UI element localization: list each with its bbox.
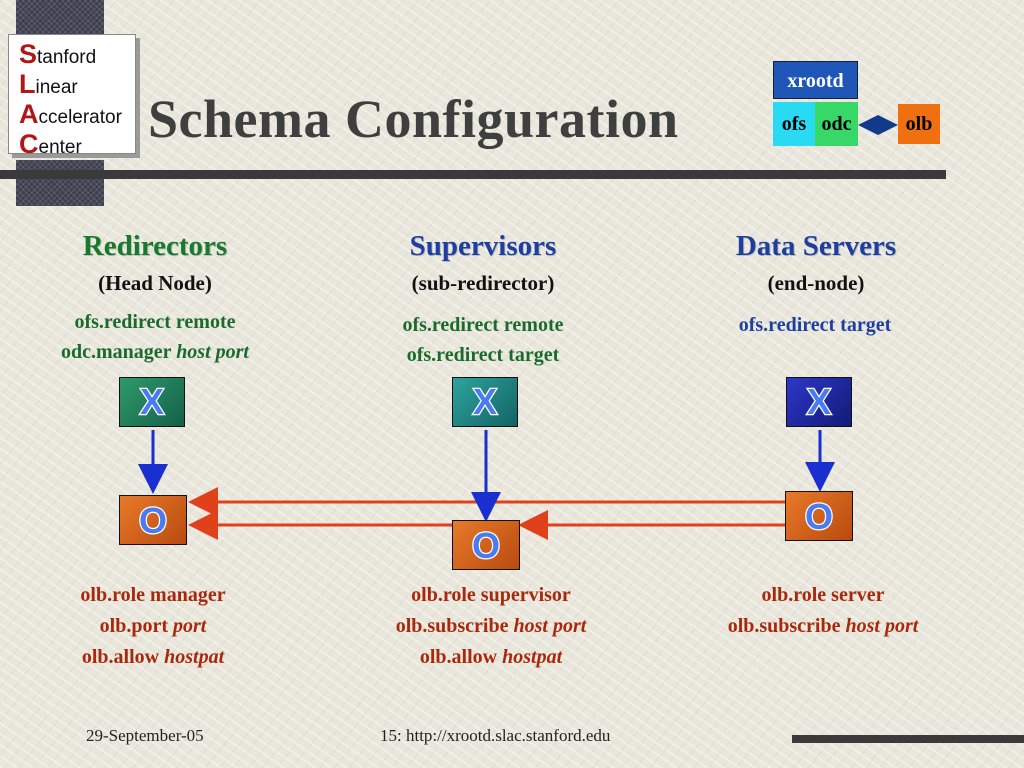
redirectors-subtitle: (Head Node)	[98, 271, 212, 295]
logo-line-3: Accelerator	[19, 99, 122, 129]
svg-text:X: X	[140, 384, 164, 420]
xrootd-server-icon: X	[786, 377, 852, 427]
olb-line: olb.role manager	[80, 584, 226, 606]
legend-olb: olb	[898, 104, 940, 144]
redirectors-title: Redirectors	[82, 230, 228, 262]
olb-line: olb.subscribe host port	[727, 615, 919, 637]
supervisors-title: Supervisors	[409, 230, 557, 262]
supervisors-subtitle: (sub-redirector)	[411, 271, 555, 295]
svg-text:O: O	[805, 497, 833, 535]
olb-line: olb.port port	[99, 615, 207, 637]
title-rule	[0, 170, 946, 179]
x-glyph-icon: X	[139, 384, 166, 420]
olb-line: olb.role supervisor	[411, 584, 571, 606]
data-servers-config: ofs.redirect target	[650, 310, 980, 340]
config-line: ofs.redirect remote	[74, 311, 236, 333]
footer-page-url: 15: http://xrootd.slac.stanford.edu	[380, 726, 611, 745]
olb-server-icon: O	[785, 491, 853, 541]
olb-line: olb.role server	[761, 584, 885, 606]
supervisors-config: ofs.redirect remote ofs.redirect target	[318, 310, 648, 370]
o-glyph-icon: O	[138, 501, 169, 539]
logo-line-4: Center	[19, 129, 82, 159]
legend-xrootd: xrootd	[773, 61, 858, 99]
logo-line-1: Stanford	[19, 39, 97, 69]
legend-ofs: ofs	[773, 102, 815, 146]
logo-line-2: Linear	[19, 69, 78, 99]
legend-odc: odc	[815, 102, 858, 146]
svg-text:O: O	[472, 526, 500, 564]
olb-line: olb.allow hostpat	[81, 646, 225, 668]
slac-logo: Stanford Linear Accelerator Center	[8, 34, 136, 158]
svg-text:X: X	[473, 384, 497, 420]
x-glyph-icon: X	[806, 384, 833, 420]
olb-line: olb.subscribe host port	[395, 615, 587, 637]
footer-rule	[792, 735, 1024, 743]
config-line: ofs.redirect target	[738, 314, 892, 336]
corner-square-top	[16, 0, 104, 34]
olb-manager-icon: O	[119, 495, 187, 545]
olb-line: olb.allow hostpat	[419, 646, 563, 668]
redirectors-olb-config: olb.role manager olb.port port olb.allow…	[0, 580, 318, 673]
config-line: ofs.redirect target	[406, 344, 560, 366]
redirectors-config: ofs.redirect remote odc.manager host por…	[0, 307, 320, 367]
data-servers-subtitle: (end-node)	[767, 271, 865, 295]
o-glyph-icon: O	[471, 526, 502, 564]
data-servers-title: Data Servers	[735, 230, 897, 262]
config-line: odc.manager host port	[61, 341, 249, 363]
svg-text:O: O	[139, 501, 167, 539]
data-servers-olb-config: olb.role server olb.subscribe host port	[658, 580, 988, 642]
xrootd-supervisor-icon: X	[452, 377, 518, 427]
x-glyph-icon: X	[472, 384, 499, 420]
o-glyph-icon: O	[804, 497, 835, 535]
svg-text:X: X	[807, 384, 831, 420]
legend-double-arrow	[858, 115, 898, 135]
supervisors-olb-config: olb.role supervisor olb.subscribe host p…	[326, 580, 656, 673]
corner-square-bottom	[16, 160, 104, 206]
page-title: Schema Configuration	[148, 89, 679, 149]
footer-date: 29-September-05	[86, 726, 204, 745]
olb-supervisor-icon: O	[452, 520, 520, 570]
config-line: ofs.redirect remote	[402, 314, 564, 336]
xrootd-redirector-icon: X	[119, 377, 185, 427]
